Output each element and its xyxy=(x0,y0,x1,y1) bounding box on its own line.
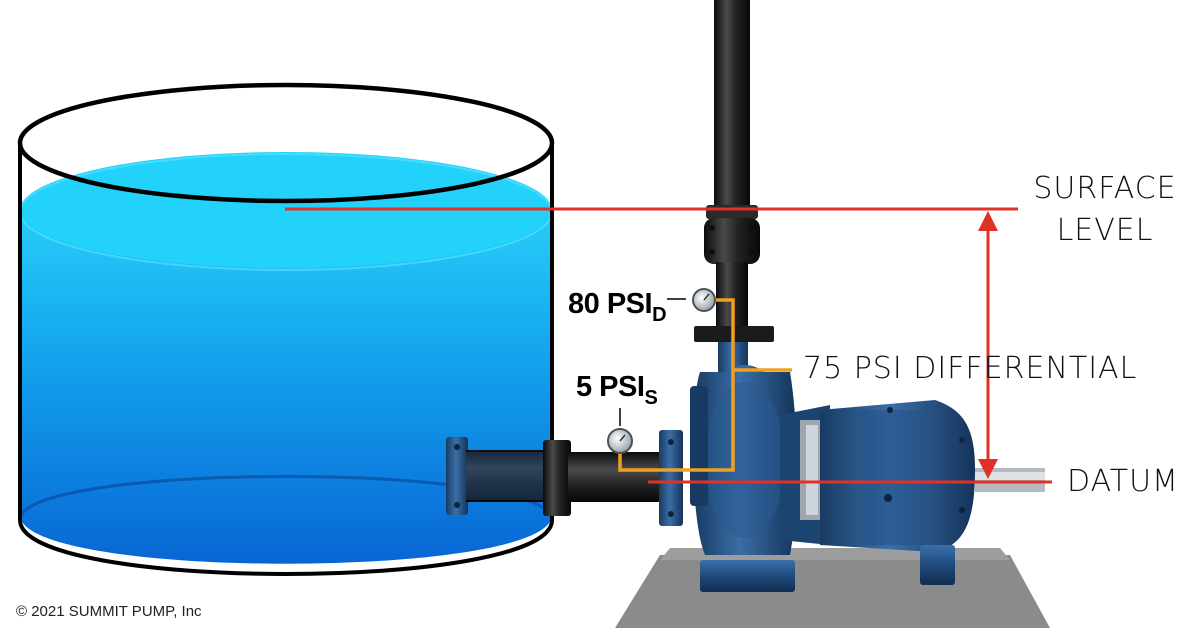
suction-pipe xyxy=(446,430,683,526)
suction-gauge-value: 5 PSI xyxy=(576,371,645,403)
tank-top-rim xyxy=(17,82,555,204)
pressure-gauge-icon xyxy=(692,288,716,312)
datum-label: DATUM xyxy=(1067,464,1179,499)
discharge-gauge-value: 80 PSI xyxy=(568,288,653,320)
water-body xyxy=(20,183,552,564)
pump-base xyxy=(615,555,1050,628)
tank-bottom-outline xyxy=(18,519,554,576)
suction-gauge-label: 5 PSIS xyxy=(576,371,658,409)
surface-level-label-line2: LEVEL xyxy=(1056,213,1154,248)
discharge-gauge-label: 80 PSID xyxy=(568,288,667,326)
pressure-gauge-icon xyxy=(607,428,633,454)
discharge-gauge-subscript: D xyxy=(652,304,667,326)
double-headed-arrow xyxy=(978,211,998,479)
centrifugal-pump xyxy=(690,365,1045,592)
copyright-text: © 2021 SUMMIT PUMP, Inc xyxy=(16,603,202,620)
suction-gauge-subscript: S xyxy=(644,387,658,409)
discharge-gauge-tubing xyxy=(618,298,735,472)
surface-level-label: SURFACE LEVEL xyxy=(1010,168,1200,252)
surface-level-label-line1: SURFACE xyxy=(1033,171,1177,206)
differential-label: 75 PSI DIFFERENTIAL xyxy=(803,351,1138,386)
